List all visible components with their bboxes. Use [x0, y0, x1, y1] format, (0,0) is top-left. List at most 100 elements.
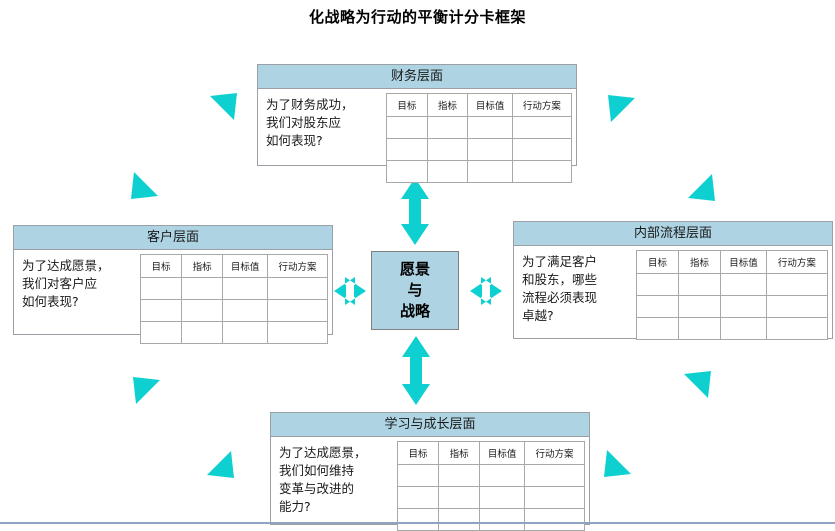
table-row	[139, 299, 328, 322]
table-cell[interactable]	[426, 138, 469, 161]
perspective-body-internal-process: 为了满足客户 和股东，哪些 流程必须表现 卓越? 目标 指标 目标值 行动方案	[514, 246, 832, 340]
table-cell[interactable]	[222, 277, 269, 300]
table-cell[interactable]	[438, 464, 481, 487]
table-cell[interactable]	[222, 321, 269, 344]
table-cell[interactable]	[479, 464, 526, 487]
perspective-body-financial: 为了财务成功， 我们对股东应 如何表现? 目标 指标 目标值 行动方案	[258, 89, 576, 183]
table-row	[386, 160, 573, 183]
perspective-table-wrap-financial: 目标 指标 目标值 行动方案	[386, 89, 576, 183]
table-cell[interactable]	[467, 160, 513, 183]
table-cell[interactable]	[511, 160, 573, 183]
column-header-objective: 目标	[386, 93, 428, 117]
perspective-box-learning-growth[interactable]: 学习与成长层面 为了达成愿景， 我们如何维持 变革与改进的 能力? 目标 指标 …	[270, 412, 590, 531]
table-cell[interactable]	[386, 160, 428, 183]
column-header-initiative: 行动方案	[524, 441, 585, 465]
column-header-measure: 指标	[181, 254, 224, 278]
perspective-body-customer: 为了达成愿景， 我们对客户应 如何表现? 目标 指标 目标值 行动方案	[14, 250, 332, 344]
column-header-objective: 目标	[139, 254, 183, 278]
vision-line-1: 愿景	[399, 260, 430, 278]
table-row	[396, 508, 585, 531]
table-cell[interactable]	[678, 273, 722, 296]
table-cell[interactable]	[467, 116, 513, 139]
arrow-vision-learning	[402, 336, 430, 405]
table-cell[interactable]	[765, 317, 829, 340]
table-cell[interactable]	[396, 486, 440, 509]
table-cell[interactable]	[635, 295, 680, 318]
table-cell[interactable]	[139, 277, 183, 300]
perspective-header-financial: 财务层面	[258, 65, 576, 89]
arrow-vision-internal	[470, 277, 502, 305]
table-cell[interactable]	[267, 321, 328, 344]
perspective-box-internal-process[interactable]: 内部流程层面 为了满足客户 和股东，哪些 流程必须表现 卓越? 目标 指标 目标…	[513, 221, 833, 340]
table-cell[interactable]	[635, 273, 680, 296]
table-header-row: 目标 指标 目标值 行动方案	[139, 254, 328, 278]
table-row	[396, 464, 585, 487]
table-cell[interactable]	[139, 321, 183, 344]
column-header-initiative: 行动方案	[267, 254, 328, 278]
table-cell[interactable]	[720, 273, 767, 296]
vision-and-strategy-box[interactable]: 愿景 与 战略	[371, 251, 459, 330]
perspective-table-wrap-internal-process: 目标 指标 目标值 行动方案	[635, 246, 832, 340]
column-header-measure: 指标	[678, 250, 722, 274]
table-cell[interactable]	[396, 464, 440, 487]
scorecard-table-learning-growth[interactable]: 目标 指标 目标值 行动方案	[396, 441, 585, 531]
scorecard-table-internal-process[interactable]: 目标 指标 目标值 行动方案	[635, 250, 829, 340]
perspective-table-wrap-customer: 目标 指标 目标值 行动方案	[139, 250, 332, 344]
table-cell[interactable]	[511, 138, 573, 161]
vision-line-2: 与	[407, 281, 423, 299]
table-cell[interactable]	[181, 277, 224, 300]
table-cell[interactable]	[426, 160, 469, 183]
table-header-row: 目标 指标 目标值 行动方案	[386, 93, 573, 117]
perspective-question-internal-process: 为了满足客户 和股东，哪些 流程必须表现 卓越?	[522, 254, 598, 323]
table-body-financial	[386, 116, 573, 183]
table-cell[interactable]	[386, 138, 428, 161]
table-cell[interactable]	[765, 295, 829, 318]
table-row	[386, 138, 573, 161]
table-row	[396, 486, 585, 509]
scorecard-table-customer[interactable]: 目标 指标 目标值 行动方案	[139, 254, 328, 344]
table-cell[interactable]	[524, 508, 585, 531]
table-cell[interactable]	[267, 299, 328, 322]
perspective-question-learning-growth: 为了达成愿景， 我们如何维持 变革与改进的 能力?	[279, 445, 367, 514]
table-cell[interactable]	[678, 317, 722, 340]
column-header-target: 目标值	[222, 254, 269, 278]
arrow-vision-customer	[334, 277, 366, 305]
perspective-body-learning-growth: 为了达成愿景， 我们如何维持 变革与改进的 能力? 目标 指标 目标值 行动方案	[271, 437, 589, 531]
table-cell[interactable]	[386, 116, 428, 139]
table-cell[interactable]	[467, 138, 513, 161]
vision-line-3: 战略	[399, 302, 430, 320]
table-body-internal-process	[635, 273, 829, 340]
table-cell[interactable]	[635, 317, 680, 340]
perspective-box-financial[interactable]: 财务层面 为了财务成功， 我们对股东应 如何表现? 目标 指标 目标值 行动方案	[257, 64, 577, 183]
table-cell[interactable]	[426, 116, 469, 139]
scorecard-table-financial[interactable]: 目标 指标 目标值 行动方案	[386, 93, 573, 183]
table-row	[139, 321, 328, 344]
table-cell[interactable]	[524, 464, 585, 487]
perspective-table-wrap-learning-growth: 目标 指标 目标值 行动方案	[396, 437, 589, 531]
table-cell[interactable]	[479, 508, 526, 531]
table-cell[interactable]	[438, 508, 481, 531]
table-row	[635, 273, 829, 296]
table-cell[interactable]	[181, 299, 224, 322]
page-title: 化战略为行动的平衡计分卡框架	[308, 8, 526, 26]
table-cell[interactable]	[181, 321, 224, 344]
table-cell[interactable]	[222, 299, 269, 322]
column-header-target: 目标值	[467, 93, 513, 117]
table-cell[interactable]	[678, 295, 722, 318]
column-header-measure: 指标	[426, 93, 469, 117]
table-cell[interactable]	[139, 299, 183, 322]
table-row	[386, 116, 573, 139]
table-cell[interactable]	[765, 273, 829, 296]
arrow-vision-financial	[401, 178, 429, 245]
table-cell[interactable]	[438, 486, 481, 509]
table-header-row: 目标 指标 目标值 行动方案	[635, 250, 829, 274]
table-cell[interactable]	[720, 317, 767, 340]
table-cell[interactable]	[524, 486, 585, 509]
table-cell[interactable]	[720, 295, 767, 318]
table-cell[interactable]	[396, 508, 440, 531]
perspective-box-customer[interactable]: 客户层面 为了达成愿景， 我们对客户应 如何表现? 目标 指标 目标值 行动方案	[13, 225, 333, 344]
arrow-customer-learning	[133, 377, 234, 478]
table-cell[interactable]	[479, 486, 526, 509]
table-cell[interactable]	[267, 277, 328, 300]
table-cell[interactable]	[511, 116, 573, 139]
